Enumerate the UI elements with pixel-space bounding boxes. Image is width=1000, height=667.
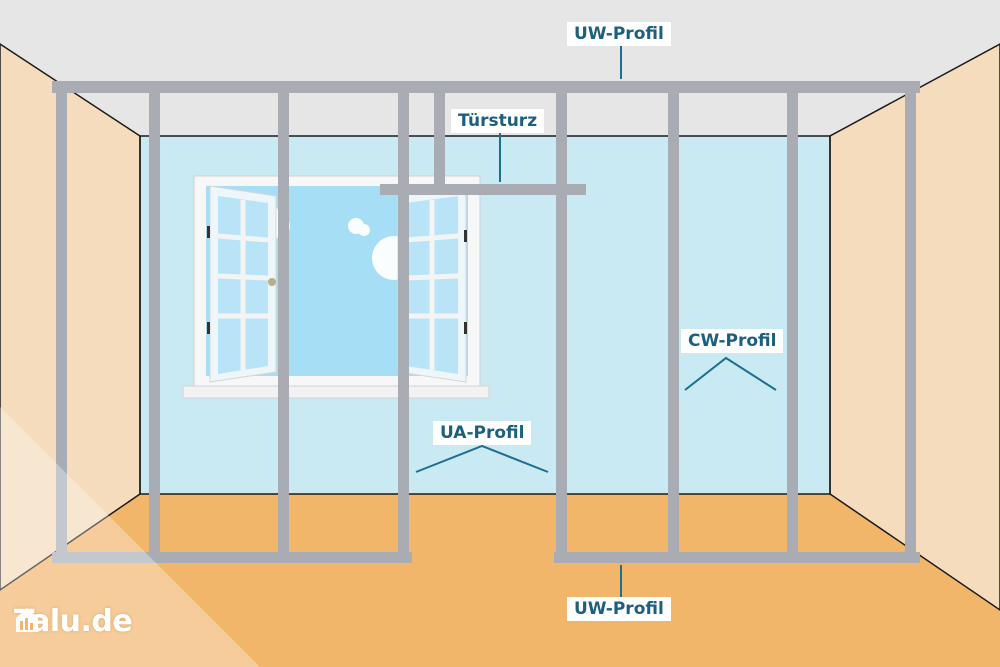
- cw-stud: [668, 93, 679, 553]
- corner-light-overlay: [0, 407, 260, 667]
- ua-profile-door-left: [398, 93, 409, 553]
- cw-stud: [278, 93, 289, 553]
- cw-stud: [787, 93, 798, 553]
- uw-profile-floor-left: [52, 552, 412, 563]
- cw-stud: [149, 93, 160, 553]
- back-wall-outline: [139, 135, 831, 495]
- cw-stud: [56, 93, 67, 553]
- label-cw-profil: CW-Profil: [681, 329, 784, 353]
- floor: [0, 494, 1000, 667]
- label-ua-profil: UA-Profil: [433, 421, 532, 445]
- talu-logo: Talu.de: [14, 604, 133, 639]
- tuersturz-lintel: [380, 184, 586, 195]
- window: [182, 175, 490, 399]
- label-tuersturz: Türsturz: [451, 109, 545, 133]
- window-handle: [268, 278, 276, 286]
- cw-stud-lintel: [434, 93, 445, 185]
- window-sill: [182, 385, 490, 399]
- house-icon: [16, 608, 38, 632]
- label-uw-profil-top: UW-Profil: [567, 22, 671, 46]
- window-right-sash: [397, 185, 467, 383]
- profile-frame: [52, 81, 920, 563]
- label-uw-profil-bottom: UW-Profil: [567, 597, 671, 621]
- ua-profile-door-right: [556, 93, 567, 553]
- window-left-sash: [209, 185, 277, 383]
- leader-lines: [415, 46, 777, 597]
- uw-profile-ceiling: [52, 81, 920, 93]
- cw-stud: [905, 93, 916, 553]
- uw-profile-floor-right: [554, 552, 920, 563]
